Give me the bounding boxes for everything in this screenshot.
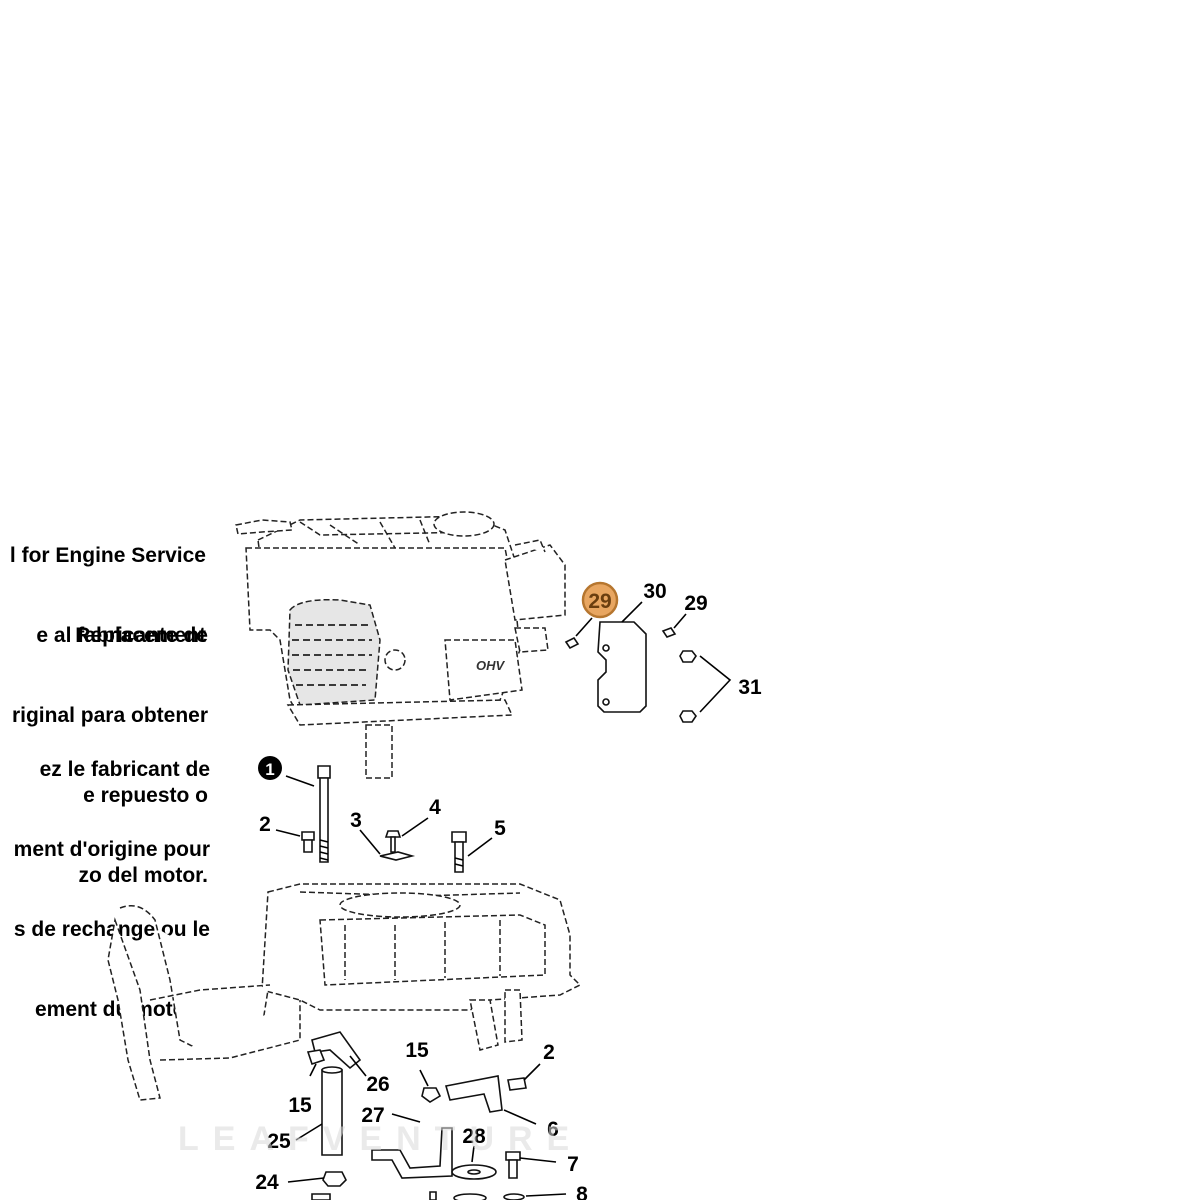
callout-2[interactable]: 2 <box>259 813 271 836</box>
callout-7[interactable]: 7 <box>567 1153 579 1176</box>
callout-8[interactable]: 8 <box>576 1183 588 1200</box>
part-30-heat-shield <box>597 621 647 713</box>
note-spanish: e al fabricante de riginal para obtener … <box>0 570 208 942</box>
part-29-screw-right <box>661 627 677 638</box>
note-line: e repuesto o <box>83 783 208 807</box>
callout-15[interactable]: 15 <box>405 1039 429 1062</box>
callout-28[interactable]: 28 <box>462 1125 486 1148</box>
callout-4[interactable]: 4 <box>429 796 441 819</box>
callout-2[interactable]: 2 <box>543 1041 555 1064</box>
part-1-long-bolt <box>317 765 331 863</box>
part-7-bolt <box>505 1151 521 1179</box>
callout-29[interactable]: 29 <box>684 592 707 615</box>
part-4-screw <box>384 830 402 853</box>
part-31-bolts <box>679 650 697 723</box>
note-line: riginal para obtener <box>11 703 208 727</box>
callout-29-highlighted[interactable]: 29 <box>581 581 619 619</box>
engine-assembly: OHV <box>235 511 566 779</box>
callout-5[interactable]: 5 <box>494 817 506 840</box>
callout-15[interactable]: 15 <box>288 1094 312 1117</box>
part-3-clip <box>379 851 416 861</box>
part-25-rod <box>321 1066 343 1156</box>
part-2-bolt <box>301 831 315 853</box>
part-6-guard <box>444 1075 503 1113</box>
note-line: zo del motor. <box>78 863 208 887</box>
note-english: l for Engine Service Replacement <box>0 490 206 703</box>
callout-1[interactable]: 1 <box>258 756 282 780</box>
note-line: Replacement <box>75 623 206 647</box>
callout-25[interactable]: 25 <box>267 1130 291 1153</box>
part-29-screw-left <box>564 636 580 650</box>
callout-3[interactable]: 3 <box>350 809 362 832</box>
callout-30[interactable]: 30 <box>643 580 666 603</box>
callout-label: 29 <box>588 590 611 613</box>
note-line: s de rechange ou le <box>13 917 210 941</box>
chassis-frame <box>107 883 582 1101</box>
callout-24[interactable]: 24 <box>255 1171 279 1194</box>
callout-26[interactable]: 26 <box>366 1073 389 1096</box>
part-15-nut-left <box>306 1049 326 1066</box>
engine-ohv-mark: OHV <box>476 658 506 673</box>
note-line: ment d'origine pour <box>13 837 210 861</box>
note-line: l for Engine Service <box>9 544 206 568</box>
part-24-nut <box>322 1171 347 1187</box>
part-27-link <box>371 1127 453 1179</box>
part-15-nut-right <box>421 1087 442 1103</box>
callout-31[interactable]: 31 <box>738 676 762 699</box>
callout-6[interactable]: 6 <box>547 1118 559 1141</box>
note-line: e al fabricante de <box>36 624 208 648</box>
part-8-washer <box>503 1193 525 1200</box>
watermark-text: LEAFVENTURE <box>178 1120 583 1158</box>
part-5-bolt <box>451 831 467 873</box>
note-line: ez le fabricant de <box>39 758 210 782</box>
part-28-washer <box>451 1164 497 1180</box>
leader-lines <box>275 601 732 1197</box>
part-2-bolt-right <box>507 1077 527 1091</box>
callout-27[interactable]: 27 <box>361 1104 384 1127</box>
callout-label: 1 <box>265 760 274 779</box>
